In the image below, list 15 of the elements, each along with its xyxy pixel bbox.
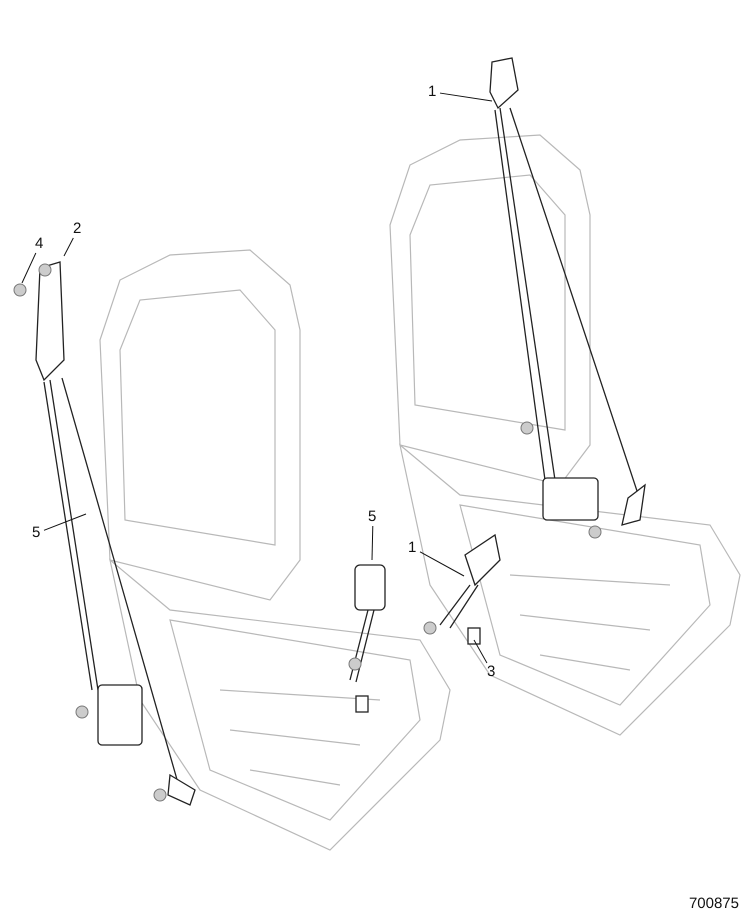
drawing-number: 700875 [688, 895, 739, 912]
callout-number: 1 [408, 540, 416, 556]
leader-line [474, 640, 488, 664]
callout-number: 1 [428, 84, 436, 100]
leader-line [22, 252, 36, 284]
callout-number: 5 [32, 525, 40, 541]
leader-line [64, 238, 74, 256]
callout-number: 4 [35, 236, 44, 252]
leader-line [440, 92, 492, 102]
callout-number: 2 [73, 221, 82, 237]
leader-line [420, 551, 464, 576]
leader-line [44, 514, 86, 531]
leader-line [372, 526, 374, 560]
callout-number: 5 [368, 509, 376, 525]
callout-number: 3 [487, 664, 496, 680]
